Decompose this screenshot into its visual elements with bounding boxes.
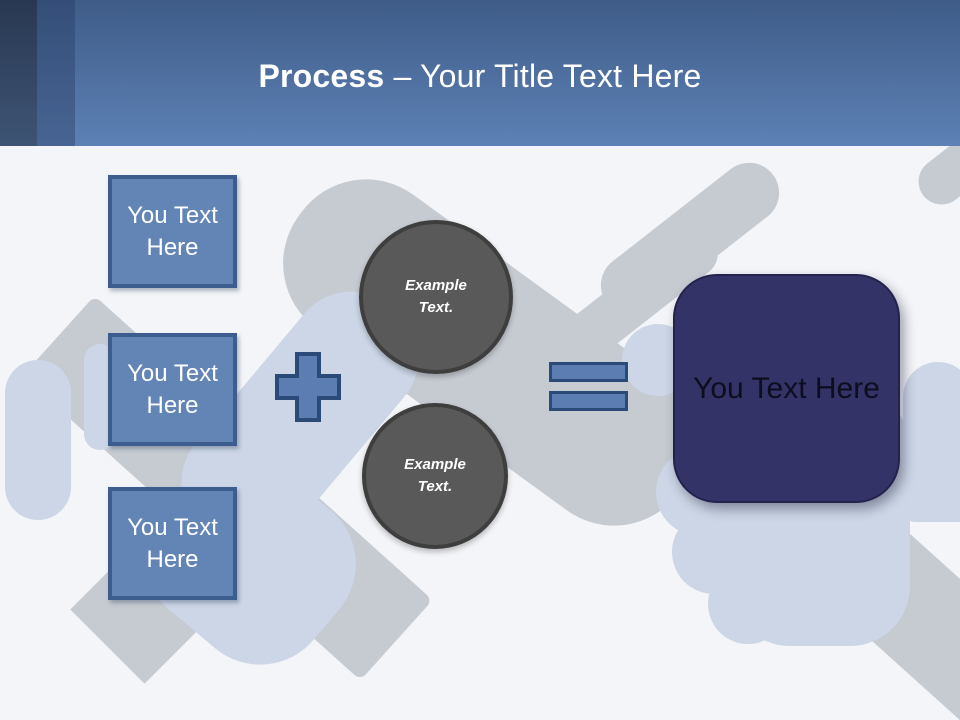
result-box-label: You Text Here [693, 371, 880, 405]
example-circle-2-label: Example Text. [404, 455, 466, 496]
input-box-1-label: You Text Here [127, 202, 218, 261]
slide-title-subtitle: – Your Title Text Here [384, 57, 702, 94]
input-box-3-label: You Text Here [127, 514, 218, 573]
header-accent-strip-dark [0, 0, 37, 146]
right-knuckle-bump-4 [708, 564, 788, 644]
input-box-1[interactable]: You Text Here [108, 175, 237, 288]
input-box-3[interactable]: You Text Here [108, 487, 237, 600]
right-hand-edge-finger [903, 362, 960, 522]
example-circle-2[interactable]: Example Text. [362, 403, 508, 549]
result-box[interactable]: You Text Here [673, 274, 900, 503]
slide-title-keyword: Process [258, 57, 385, 94]
input-box-2[interactable]: You Text Here [108, 333, 237, 446]
header-accent-strip-medium [37, 0, 75, 146]
slide-header: Process – Your Title Text Here [0, 0, 960, 146]
input-box-2-label: You Text Here [127, 360, 218, 419]
left-hand-finger-shape-1 [5, 360, 71, 520]
plus-sign-icon [275, 352, 341, 422]
slide-title[interactable]: Process – Your Title Text Here [258, 52, 701, 95]
equals-sign-bottom-bar [549, 391, 628, 411]
example-circle-1-label: Example Text. [405, 276, 467, 317]
equals-sign-top-bar [549, 362, 628, 382]
example-circle-1[interactable]: Example Text. [359, 220, 513, 374]
